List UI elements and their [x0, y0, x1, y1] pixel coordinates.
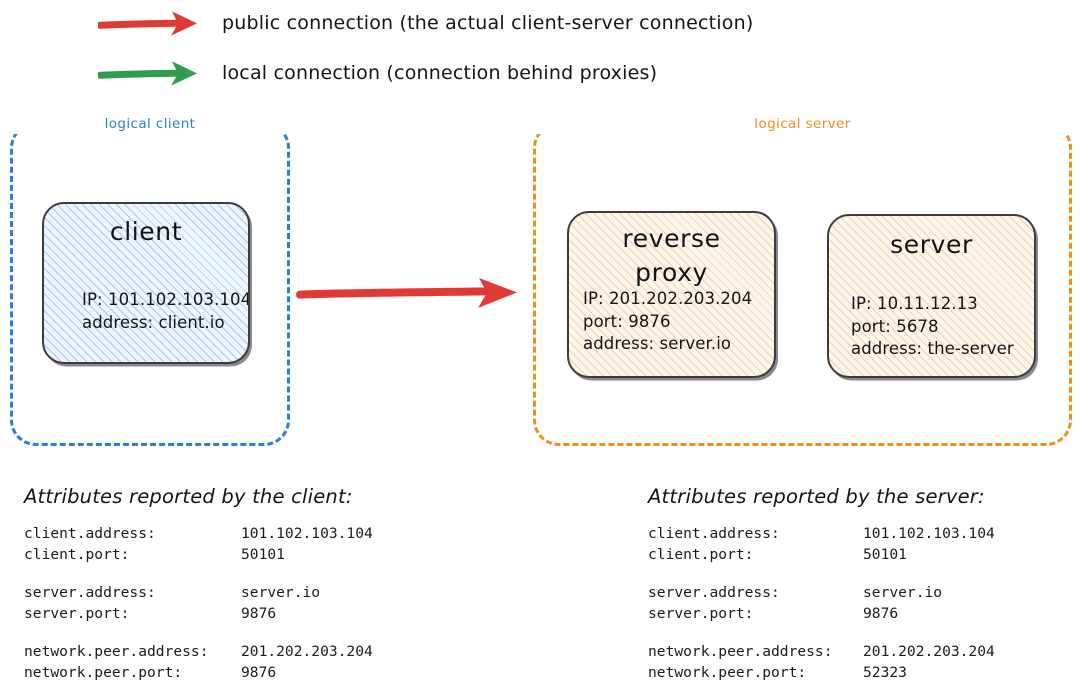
green-arrow-icon: [96, 58, 202, 90]
attribute-value: server.io: [863, 584, 943, 601]
attribute-row: client.address: 101.102.103.104: [24, 523, 373, 544]
attribute-key: server.port:: [24, 605, 130, 622]
attribute-row: network.peer.address: 201.202.203.204: [24, 641, 373, 662]
attribute-key: server.port:: [648, 605, 754, 622]
client-attributes-block: Attributes reported by the client: clien…: [24, 484, 373, 683]
attribute-row: client.port: 50101: [24, 544, 373, 565]
attribute-value: 50101: [241, 546, 285, 563]
legend: public connection (the actual client-ser…: [0, 0, 1080, 105]
client-node[interactable]: client IP: 101.102.103.104 address: clie…: [42, 202, 250, 364]
attribute-row: client.address: 101.102.103.104: [648, 523, 995, 544]
attribute-value: 201.202.203.204: [863, 643, 995, 660]
server-attributes-block: Attributes reported by the server: clien…: [648, 484, 995, 683]
attribute-key: network.peer.port:: [648, 664, 807, 681]
attribute-row: network.peer.port: 52323: [648, 662, 995, 683]
attribute-value: 9876: [241, 664, 277, 681]
attribute-key: client.address:: [648, 525, 780, 542]
attribute-value: 101.102.103.104: [241, 525, 373, 542]
server-node-title: server: [890, 230, 973, 259]
server-node[interactable]: server IP: 10.11.12.13 port: 5678 addres…: [827, 214, 1036, 378]
attribute-key: client.address:: [24, 525, 156, 542]
attribute-value: 50101: [863, 546, 907, 563]
reverse-proxy-node-title-line1: reverse: [622, 224, 721, 253]
attribute-row: server.address: server.io: [648, 582, 995, 603]
attribute-key: client.port:: [24, 546, 130, 563]
logical-client-zone: logical client: [10, 114, 290, 446]
attribute-row: network.peer.port: 9876: [24, 662, 373, 683]
reverse-proxy-node-title-line2: proxy: [635, 258, 708, 287]
attribute-value: 101.102.103.104: [863, 525, 995, 542]
logical-client-zone-label: logical client: [13, 114, 287, 134]
legend-label-public-connection: public connection (the actual client-ser…: [222, 12, 754, 34]
attribute-group-spacer: [648, 624, 995, 641]
reverse-proxy-node-details: IP: 201.202.203.204 port: 9876 address: …: [583, 289, 753, 353]
diagram-canvas: logical client client IP: 101.102.103.10…: [10, 114, 1072, 446]
attribute-key: server.address:: [24, 584, 156, 601]
public-connection-arrow-icon: [296, 272, 524, 316]
attribute-row: server.port: 9876: [24, 603, 373, 624]
server-node-details: IP: 10.11.12.13 port: 5678 address: the-…: [851, 294, 1014, 358]
attribute-key: network.peer.address:: [648, 643, 833, 660]
server-attributes-table: client.address: 101.102.103.104 client.por…: [648, 523, 995, 683]
client-node-title: client: [109, 217, 183, 246]
attribute-group-spacer: [24, 565, 373, 582]
attribute-key: network.peer.port:: [24, 664, 183, 681]
client-attributes-table: client.address: 101.102.103.104 client.por…: [24, 523, 373, 683]
logical-server-zone: logical server: [533, 114, 1072, 446]
attribute-row: server.port: 9876: [648, 603, 995, 624]
reverse-proxy-node[interactable]: reverse proxy IP: 201.202.203.204 port: …: [567, 211, 776, 378]
attribute-value: 9876: [863, 605, 899, 622]
attribute-row: client.port: 50101: [648, 544, 995, 565]
attribute-row: network.peer.address: 201.202.203.204: [648, 641, 995, 662]
attribute-value: 52323: [863, 664, 907, 681]
attribute-key: network.peer.address:: [24, 643, 209, 660]
logical-server-zone-label: logical server: [536, 114, 1069, 134]
attribute-group-spacer: [24, 624, 373, 641]
attribute-value: 9876: [241, 605, 277, 622]
red-arrow-icon: [96, 8, 202, 40]
client-node-details: IP: 101.102.103.104 address: client.io: [82, 290, 250, 332]
attribute-key: server.address:: [648, 584, 780, 601]
attribute-group-spacer: [648, 565, 995, 582]
attribute-value: 201.202.203.204: [241, 643, 373, 660]
attribute-row: server.address: server.io: [24, 582, 373, 603]
legend-label-local-connection: local connection (connection behind prox…: [222, 62, 658, 84]
attribute-key: client.port:: [648, 546, 754, 563]
client-attributes-heading: Attributes reported by the client:: [24, 485, 353, 508]
server-attributes-heading: Attributes reported by the server:: [648, 485, 985, 508]
attribute-value: server.io: [241, 584, 321, 601]
